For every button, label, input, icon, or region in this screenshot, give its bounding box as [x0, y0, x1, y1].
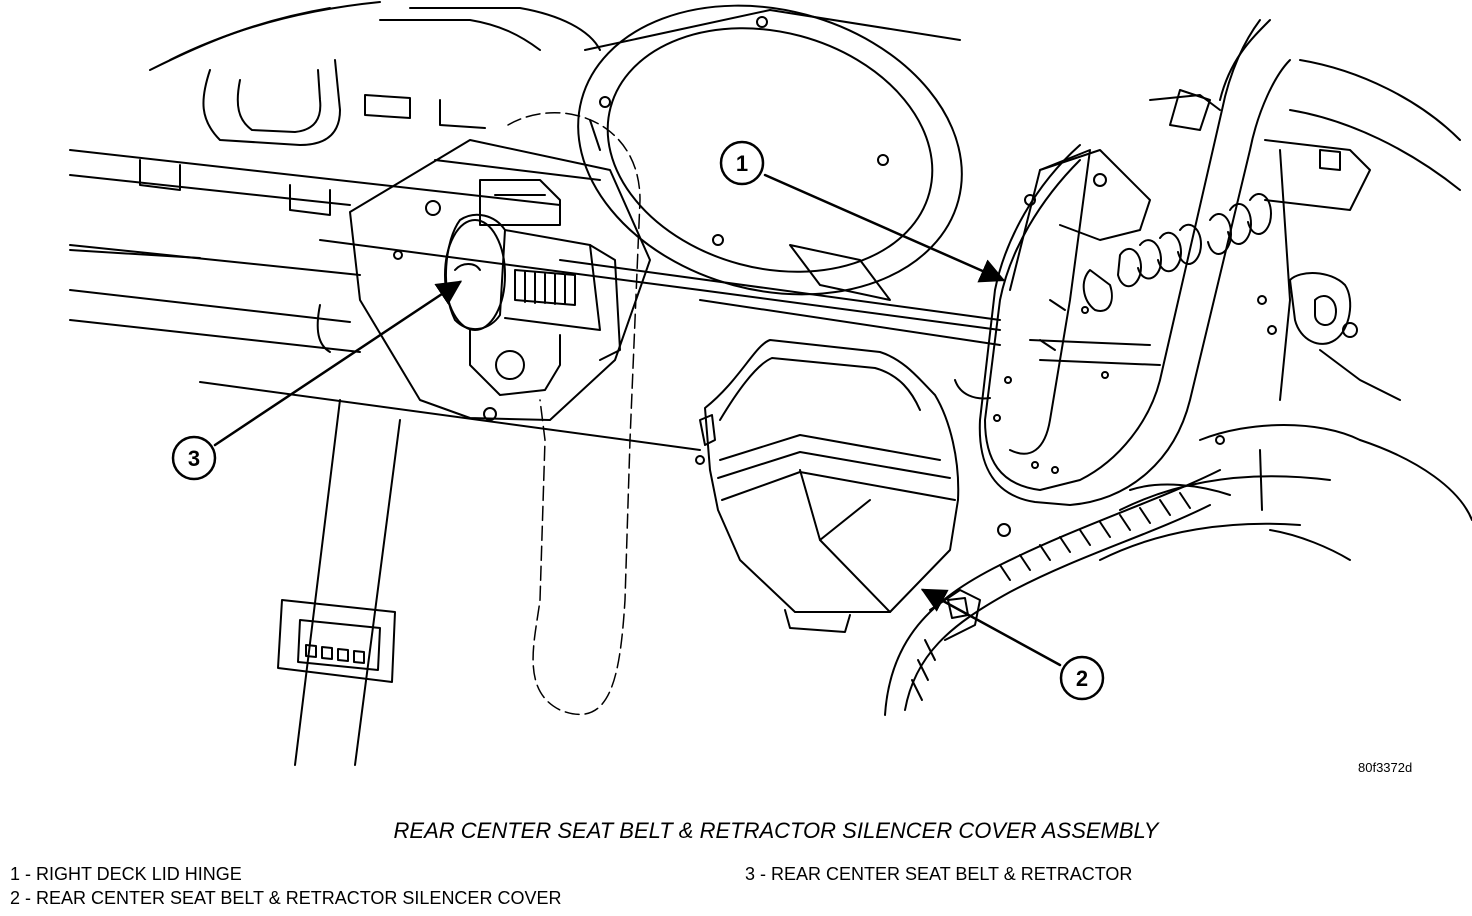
silencer-cover	[695, 339, 960, 633]
callout-3: 3	[171, 435, 217, 481]
rear-shelf-panel	[69, 1, 1161, 451]
figure-title: REAR CENTER SEAT BELT & RETRACTOR SILENC…	[393, 818, 1159, 843]
legend-item-1: 1 - RIGHT DECK LID HINGE	[10, 864, 242, 884]
figure-code: 80f3372d	[1358, 760, 1413, 775]
callout-2: 2	[1059, 655, 1105, 701]
seat-belt-webbing	[277, 399, 401, 766]
speaker-mount	[577, 4, 963, 301]
callout-2-number: 2	[1076, 666, 1088, 691]
wheelhouse-trim	[884, 469, 1221, 716]
legend-item-3: 3 - REAR CENTER SEAT BELT & RETRACTOR	[745, 864, 1133, 884]
body-structure-right	[997, 59, 1472, 561]
deck-lid-hinge	[978, 19, 1291, 506]
callout-1: 1	[719, 140, 765, 186]
leader-lines	[213, 173, 1062, 667]
phantom-outline	[507, 111, 641, 716]
legend-item-2: 2 - REAR CENTER SEAT BELT & RETRACTOR SI…	[10, 888, 562, 908]
callout-1-number: 1	[736, 151, 748, 176]
seat-belt-retractor	[349, 139, 651, 421]
callout-3-number: 3	[188, 446, 200, 471]
